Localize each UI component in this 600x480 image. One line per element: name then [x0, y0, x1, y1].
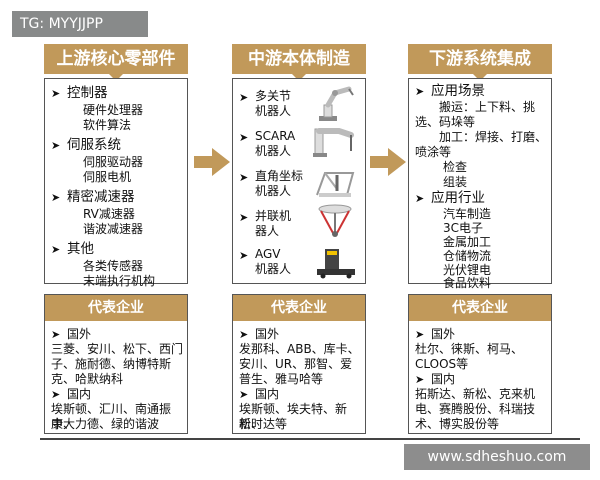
downstream-title: 下游系统集成: [408, 44, 552, 81]
arrow-bullet-icon: ➤: [51, 243, 61, 256]
arrow-bullet-icon: ➤: [239, 131, 249, 144]
group-item: 伺服驱动器: [83, 155, 144, 169]
arrow-bullet-icon: ➤: [415, 373, 425, 386]
right-arrow-icon: [370, 148, 406, 176]
arrow-bullet-icon: ➤: [51, 191, 61, 204]
bottom-divider: [40, 438, 580, 440]
rep-line: 拓斯达、新松、克来机: [415, 387, 536, 401]
industry-label: 应用行业: [431, 190, 485, 206]
robot-name: 并联机: [255, 209, 292, 223]
group-item: 谐波减速器: [83, 222, 144, 236]
robot-name: AGV: [255, 247, 281, 261]
rep-foreign-label: 国外: [431, 327, 456, 341]
robot-name: 机器人: [255, 144, 292, 158]
rep-line: 中大力德、绿的谐波: [51, 417, 160, 431]
midstream-rep-panel: 代表企业 ➤ 国外 发那科、ABB、库卡、 安川、UR、那智、爱 普生、雅马哈等…: [232, 294, 366, 434]
group-name: 其他: [67, 241, 94, 257]
arrow-bullet-icon: ➤: [239, 91, 249, 104]
rep-line: 新时达等: [239, 417, 288, 431]
arrow-bullet-icon: ➤: [415, 328, 425, 341]
scenario-line: 加工：焊接、打磨、: [439, 130, 548, 144]
arrow-bullet-icon: ➤: [415, 192, 425, 205]
articulated-robot-icon: [319, 86, 354, 121]
scenario-line: 搬运：上下料、挑: [439, 100, 536, 114]
arrow-bullet-icon: ➤: [51, 139, 61, 152]
cartesian-robot-icon: [316, 172, 355, 197]
group-name: 控制器: [67, 85, 108, 101]
rep-domestic-label: 国内: [255, 387, 280, 401]
scenario-line: 喷涂等: [415, 145, 452, 159]
industry-item: 汽车制造: [443, 207, 492, 221]
industry-item: 3C电子: [443, 221, 484, 235]
scenario-label: 应用场景: [431, 83, 485, 99]
rep-title: 代表企业: [233, 295, 365, 321]
industry-item: 金属加工: [443, 235, 492, 249]
group-name: 伺服系统: [67, 137, 121, 153]
industry-item: 食品饮料: [443, 276, 492, 290]
industry-item: 光伏锂电: [443, 263, 492, 277]
group-item: 软件算法: [83, 118, 132, 132]
arrow-bullet-icon: ➤: [51, 87, 61, 100]
rep-line: 发那科、ABB、库卡、: [239, 342, 360, 356]
rep-line: 术、博实股份等: [415, 417, 500, 431]
arrow-bullet-icon: ➤: [239, 388, 249, 401]
top-watermark: TG: MYYJJPP: [12, 11, 148, 37]
group-item: 末端执行机构: [83, 274, 156, 288]
scenario-line: 选、码垛等: [415, 115, 476, 129]
rep-line: 普生、雅马哈等: [239, 372, 324, 386]
rep-line: 三菱、安川、松下、西门: [51, 342, 184, 356]
arrow-bullet-icon: ➤: [51, 328, 61, 341]
rep-domestic-label: 国内: [67, 387, 92, 401]
parallel-robot-icon: [318, 204, 352, 237]
scara-robot-icon: [313, 128, 354, 157]
midstream-title: 中游本体制造: [232, 44, 366, 81]
robot-name: 机器人: [255, 184, 292, 198]
arrow-bullet-icon: ➤: [51, 388, 61, 401]
group-item: 各类传感器: [83, 259, 144, 273]
agv-robot-icon: [317, 249, 355, 279]
robot-name: 机器人: [255, 104, 292, 118]
rep-line: 安川、UR、那智、爱: [239, 357, 353, 371]
rep-line: 电、赛腾股份、科瑞技: [415, 402, 536, 416]
group-item: RV减速器: [83, 207, 135, 221]
arrow-bullet-icon: ➤: [239, 211, 249, 224]
midstream-panel: ➤ 多关节 机器人 ➤ SCARA 机器人 ➤ 直角坐标 机器人 ➤ 并联机 器…: [232, 78, 366, 284]
group-item: 伺服电机: [83, 170, 132, 184]
rep-title: 代表企业: [45, 295, 187, 321]
upstream-rep-panel: 代表企业 ➤ 国外 三菱、安川、松下、西门 子、施耐德、纳博特斯 克、哈默纳科 …: [44, 294, 188, 434]
scenario-line: 检查: [443, 160, 468, 174]
right-arrow-icon: [194, 148, 230, 176]
arrow-bullet-icon: ➤: [415, 85, 425, 98]
downstream-panel: ➤ 应用场景 搬运：上下料、挑 选、码垛等 加工：焊接、打磨、 喷涂等 检查 组…: [408, 78, 552, 289]
rep-line: 埃斯顿、汇川、南通振康、: [51, 402, 172, 431]
industry-item: 仓储物流: [443, 249, 492, 263]
robot-name: SCARA: [255, 129, 296, 143]
bottom-watermark: www.sdheshuo.com: [404, 444, 590, 470]
robot-name: 多关节: [255, 89, 292, 103]
group-item: 硬件处理器: [83, 103, 144, 117]
robot-name: 机器人: [255, 262, 292, 276]
upstream-panel: ➤ 控制器 硬件处理器 软件算法 ➤ 伺服系统 伺服驱动器 伺服电机 ➤ 精密减…: [44, 78, 188, 288]
robot-name: 直角坐标: [255, 169, 304, 183]
arrow-bullet-icon: ➤: [239, 171, 249, 184]
rep-line: CLOOS等: [415, 357, 469, 371]
rep-line: 克、哈默纳科: [51, 372, 124, 386]
rep-line: 埃斯顿、埃夫特、新松、: [239, 402, 348, 431]
robot-name: 器人: [255, 224, 280, 238]
rep-domestic-label: 国内: [431, 372, 456, 386]
rep-foreign-label: 国外: [255, 327, 280, 341]
upstream-title: 上游核心零部件: [44, 44, 188, 81]
arrow-bullet-icon: ➤: [239, 328, 249, 341]
rep-line: 杜尔、徕斯、柯马、: [415, 342, 524, 356]
arrow-bullet-icon: ➤: [239, 249, 249, 262]
downstream-rep-panel: 代表企业 ➤ 国外 杜尔、徕斯、柯马、 CLOOS等 ➤ 国内 拓斯达、新松、克…: [408, 294, 552, 434]
scenario-line: 组装: [443, 175, 468, 189]
rep-title: 代表企业: [409, 295, 551, 321]
rep-foreign-label: 国外: [67, 327, 92, 341]
rep-line: 子、施耐德、纳博特斯: [51, 357, 172, 371]
group-name: 精密减速器: [67, 189, 135, 205]
